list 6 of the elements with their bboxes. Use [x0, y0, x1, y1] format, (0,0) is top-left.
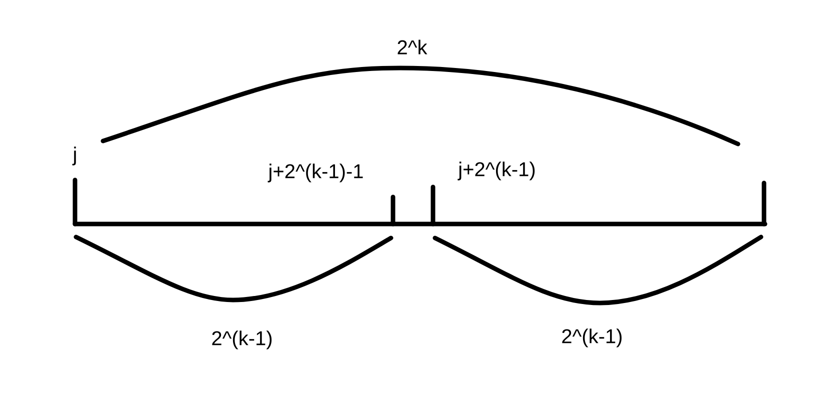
index-label: j [72, 146, 76, 166]
length-label: 2^(k-1) [212, 330, 272, 350]
length-label: 2^k [398, 40, 428, 54]
length-label: 2^(k-1) [562, 328, 622, 348]
index-label: j+2^(k-1)-1 [268, 164, 363, 182]
index-label: j+2^(k-1) [458, 162, 535, 180]
